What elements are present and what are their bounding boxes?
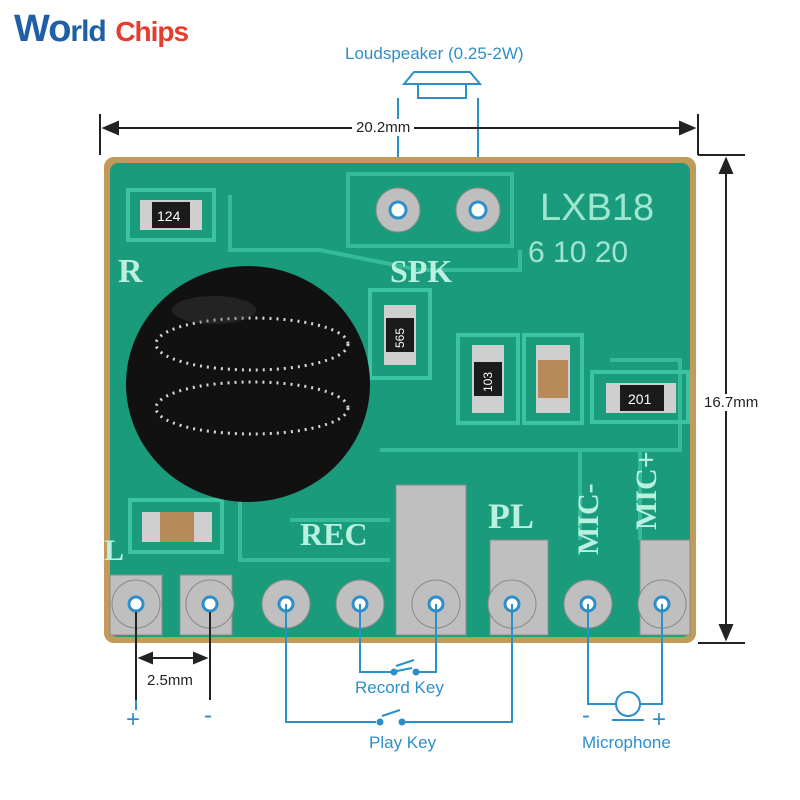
code-103: 103 — [481, 372, 495, 392]
smd-resistor-565: 565 — [368, 288, 432, 380]
rec-text: REC — [300, 516, 368, 552]
smd-resistor-201: 201 — [590, 370, 690, 424]
loudspeaker-label: Loudspeaker (0.25-2W) — [345, 44, 524, 63]
smd-resistor-124: 124 — [126, 188, 216, 242]
logo-word-rest: rld — [70, 15, 106, 48]
width-label: 20.2mm — [352, 119, 415, 136]
smd-resistor-103: 103 — [456, 333, 520, 425]
logo-word-chips: Chips — [115, 16, 189, 47]
epoxy-chip-blob — [126, 266, 370, 502]
record-key-label: Record Key — [355, 678, 444, 697]
code-201: 201 — [628, 391, 652, 407]
pl-text: PL — [488, 496, 534, 536]
l-text: L — [104, 534, 124, 567]
microphone-label: Microphone — [582, 733, 671, 752]
power-minus-sign: - — [204, 702, 212, 729]
speaker-icon — [401, 71, 483, 99]
mic-plus-text: MIC+ — [630, 451, 663, 530]
pitch-label: 2.5mm — [147, 672, 193, 689]
mic-plus-sign: + — [652, 706, 667, 733]
times-text: 6 10 20 — [528, 236, 628, 269]
brand-logo: World Chips — [14, 8, 189, 51]
logo-letter-o: o — [48, 8, 71, 50]
microphone-icon — [612, 691, 644, 721]
height-label: 16.7mm — [702, 394, 761, 411]
play-key-label: Play Key — [369, 733, 437, 752]
code-565: 565 — [393, 328, 407, 348]
code-124: 124 — [157, 208, 181, 224]
spk-text: SPK — [390, 253, 452, 289]
spk-pads — [375, 187, 501, 233]
mic-minus-text: MIC- — [572, 483, 605, 555]
smd-capacitor-left — [128, 498, 224, 554]
model-text: LXB18 — [540, 187, 654, 229]
smd-capacitor — [522, 333, 584, 425]
wiring-lines — [135, 604, 663, 726]
mic-minus-sign: - — [582, 702, 590, 729]
power-plus-sign: + — [126, 706, 141, 733]
pitch-dimension — [135, 612, 211, 700]
logo-letter-w: W — [14, 8, 49, 50]
r-text: R — [118, 253, 143, 290]
